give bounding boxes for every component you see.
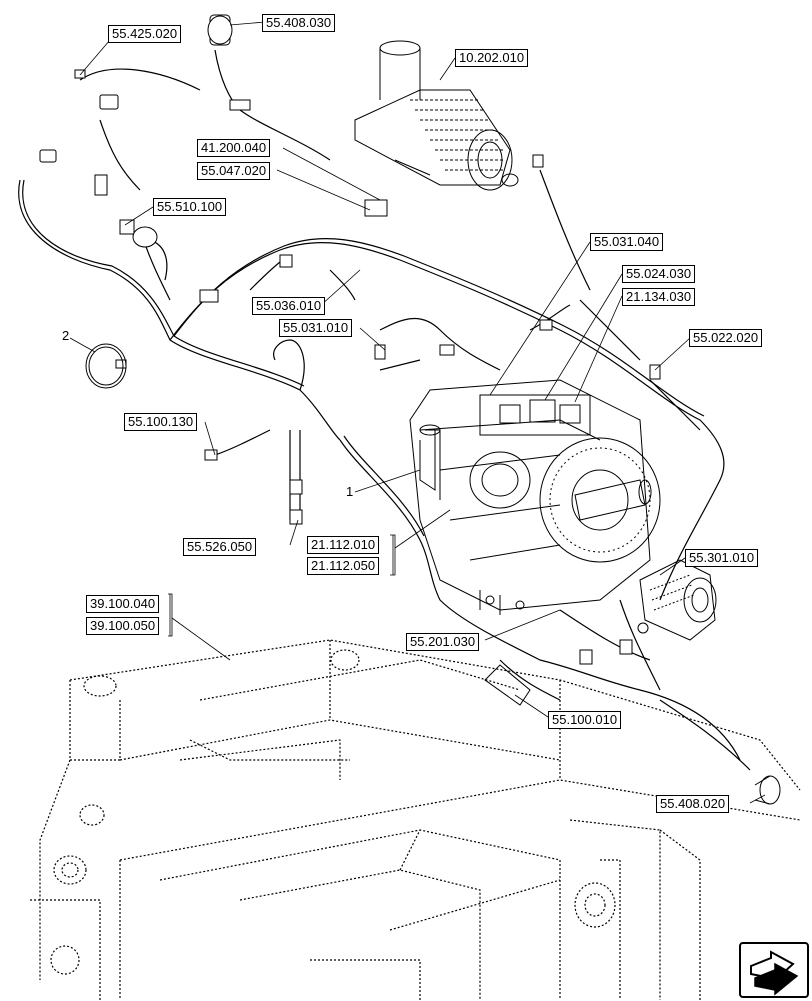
item-number-2: 2	[62, 328, 70, 343]
callout-55-100-130[interactable]: 55.100.130	[124, 413, 198, 431]
callout-21-134-030[interactable]: 21.134.030	[622, 288, 696, 306]
callout-55-031-010[interactable]: 55.031.010	[279, 319, 353, 337]
callout-brackets	[168, 534, 396, 637]
callout-55-408-030[interactable]: 55.408.030	[262, 14, 336, 32]
callout-55-510-100[interactable]: 55.510.100	[153, 198, 227, 216]
wiring-harness	[18, 49, 751, 771]
callout-21-112-050[interactable]: 21.112.050	[307, 557, 380, 575]
next-page-button[interactable]	[739, 942, 809, 998]
callout-55-425-020[interactable]: 55.425.020	[108, 25, 182, 43]
callout-10-202-010[interactable]: 10.202.010	[455, 49, 529, 67]
callout-55-031-040[interactable]: 55.031.040	[590, 233, 664, 251]
callout-39-100-040[interactable]: 39.100.040	[86, 595, 160, 613]
callout-55-024-030[interactable]: 55.024.030	[622, 265, 696, 283]
callout-39-100-050[interactable]: 39.100.050	[86, 617, 160, 635]
connectors	[39, 14, 661, 665]
transmission-block	[409, 379, 661, 615]
air-cleaner-assembly	[354, 40, 519, 191]
callout-41-200-040[interactable]: 41.200.040	[197, 139, 271, 157]
callout-55-301-010[interactable]: 55.301.010	[685, 549, 759, 567]
alternator	[637, 559, 717, 641]
callout-21-112-010[interactable]: 21.112.010	[307, 536, 380, 554]
chassis-frame	[30, 639, 801, 1000]
callout-55-036-010[interactable]: 55.036.010	[252, 297, 326, 315]
callout-55-408-020[interactable]: 55.408.020	[656, 795, 730, 813]
cable-tie-clip	[85, 343, 127, 389]
callout-55-047-020[interactable]: 55.047.020	[197, 162, 271, 180]
sensor-bottom-right	[754, 775, 781, 805]
callout-55-100-010[interactable]: 55.100.010	[548, 711, 622, 729]
callout-55-201-030[interactable]: 55.201.030	[406, 633, 480, 651]
callout-55-022-020[interactable]: 55.022.020	[689, 329, 763, 347]
leader-lines	[69, 21, 766, 804]
next-page-arrow-icon	[750, 950, 799, 996]
item-number-1: 1	[346, 484, 354, 499]
callout-55-526-050[interactable]: 55.526.050	[183, 538, 257, 556]
connector-55-100-010	[484, 664, 531, 706]
